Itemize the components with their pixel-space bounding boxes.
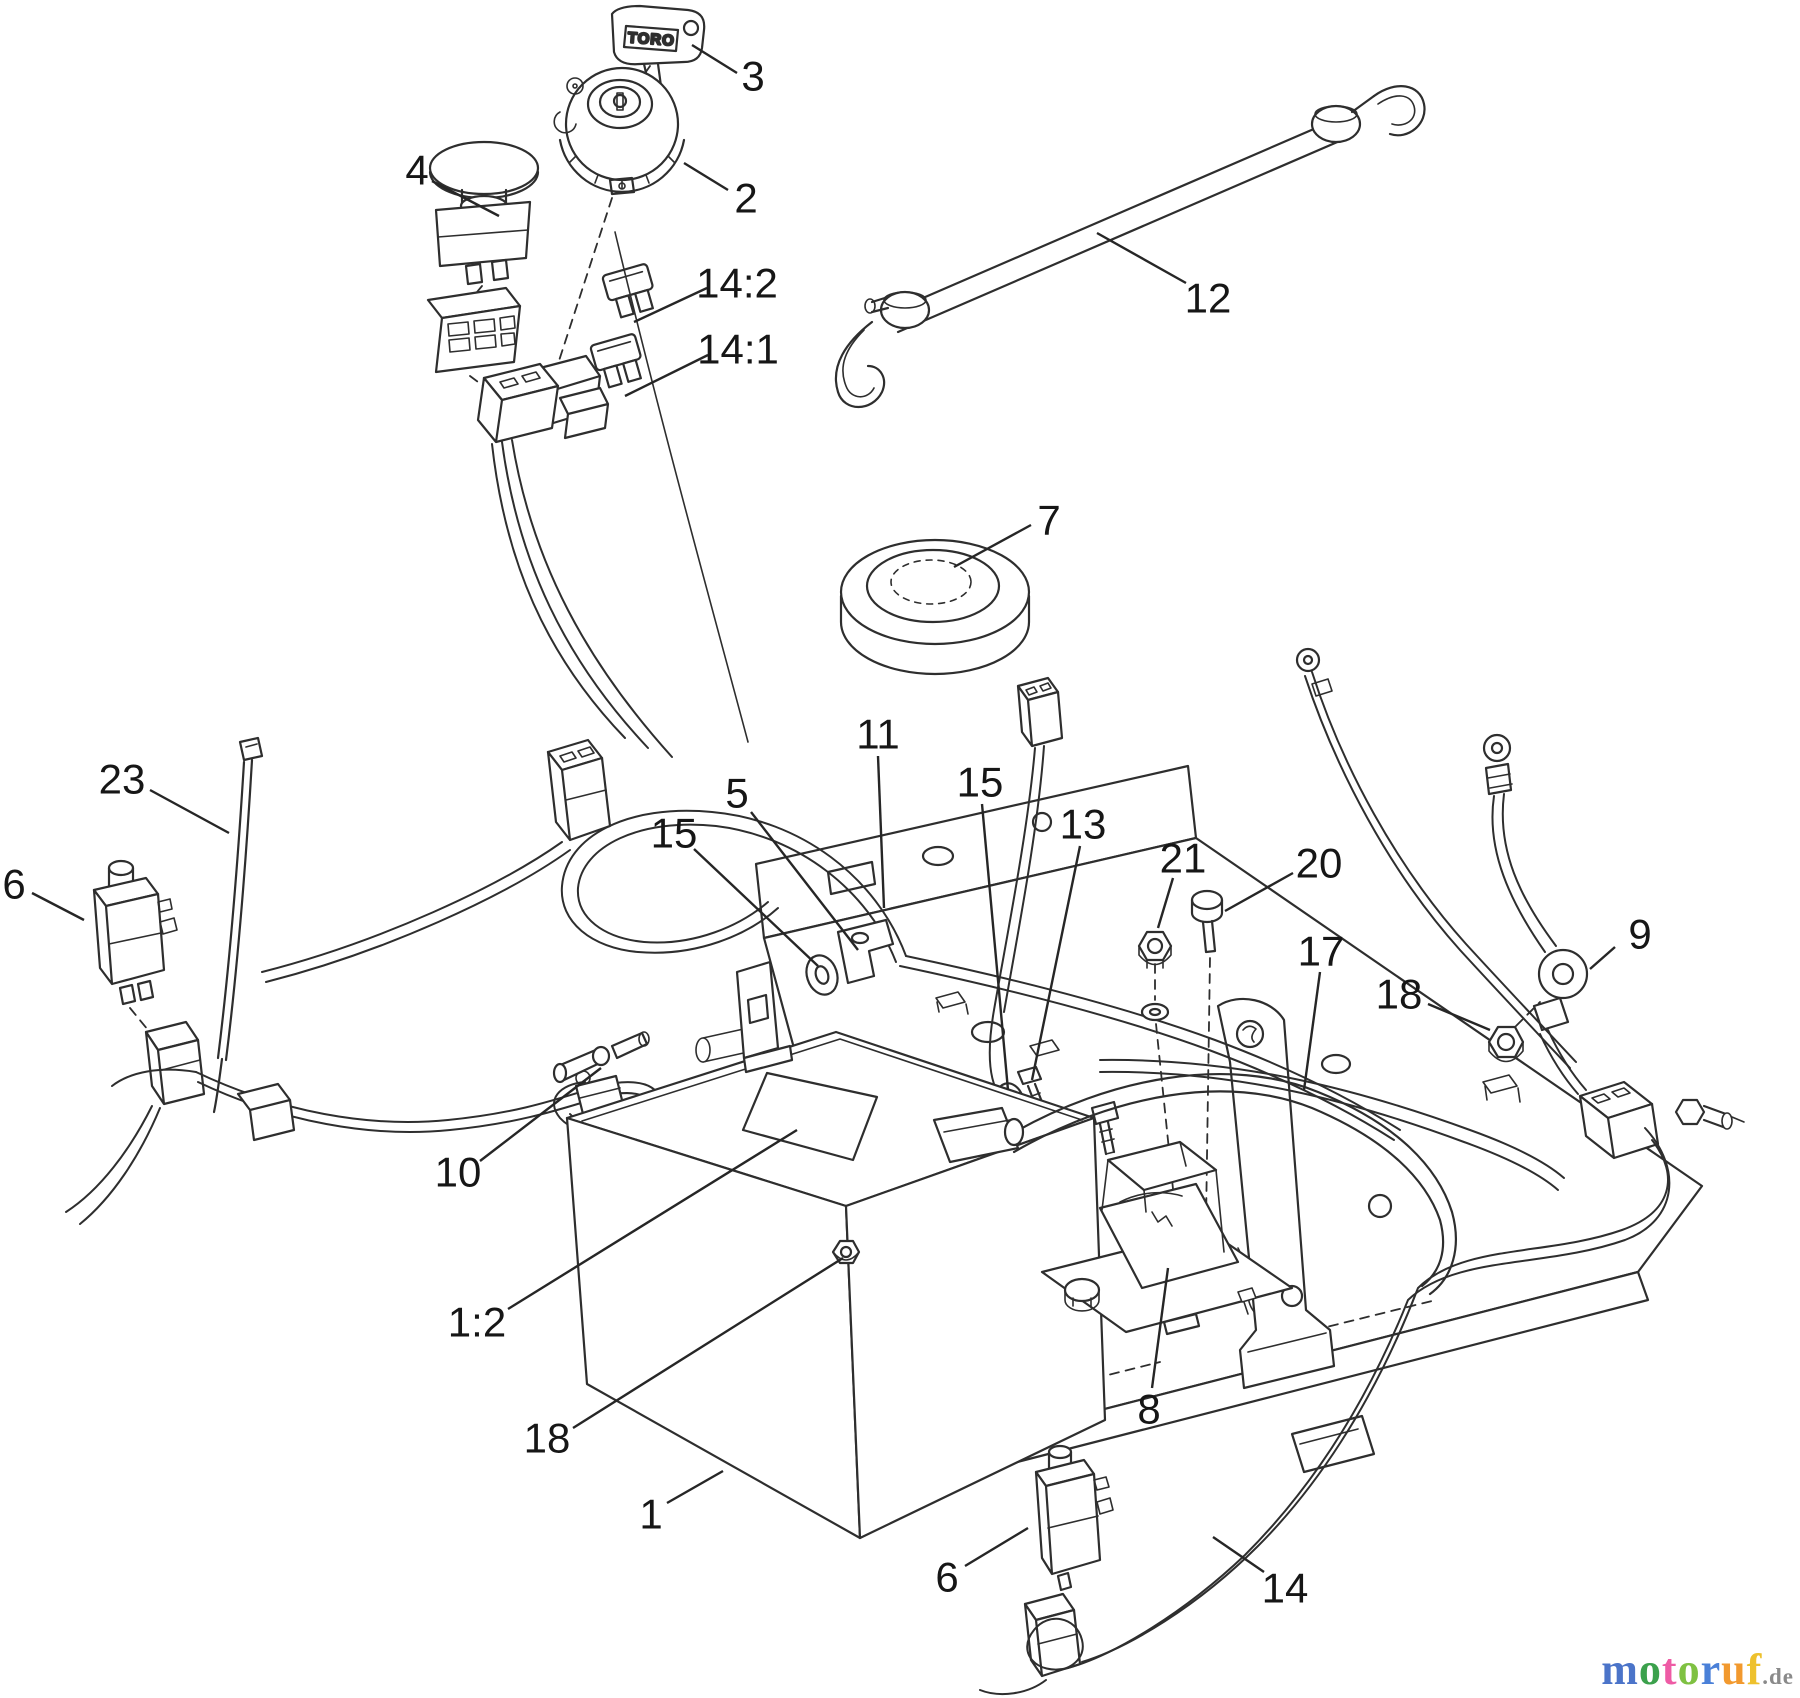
callout-leader-18 — [572, 1256, 844, 1430]
pto-switch — [428, 140, 540, 299]
callout-label-14: 14 — [1262, 1565, 1309, 1612]
harness-clip-connector — [236, 1070, 626, 1142]
harness-connector-stack — [476, 354, 610, 444]
watermark-letter: u — [1721, 1645, 1747, 1694]
p-clamp-bracket — [735, 960, 794, 1074]
battery — [565, 1027, 1107, 1540]
grommet — [839, 538, 1031, 676]
callout-leader-14:1 — [624, 353, 709, 398]
callout-label-10: 10 — [435, 1149, 482, 1196]
callout-label-14:1: 14:1 — [697, 326, 779, 373]
bullet-connector — [552, 1031, 650, 1084]
key-brand-label: TORO — [627, 29, 675, 49]
bolt-20 — [1190, 889, 1224, 1223]
harness-connector-upper — [546, 738, 612, 842]
callout-leader-18 — [1427, 1002, 1491, 1032]
watermark: motoruf.de — [1601, 1648, 1794, 1692]
callout-leader-7 — [953, 523, 1032, 569]
callout-leader-20 — [1224, 871, 1294, 913]
nut-21 — [1137, 930, 1177, 1219]
callout-label-18: 18 — [524, 1415, 571, 1462]
bungee-strap — [834, 85, 1426, 408]
callout-label-5: 5 — [725, 770, 748, 817]
callout-label-3: 3 — [741, 53, 764, 100]
relay-block — [426, 286, 522, 389]
flange-nut-18-right — [1487, 1001, 1541, 1063]
watermark-letter: o — [1638, 1645, 1662, 1694]
callout-label-7: 7 — [1037, 497, 1060, 544]
callout-leader-11 — [876, 755, 886, 909]
hold-down-bracket — [836, 918, 895, 985]
watermark-letter: m — [1601, 1645, 1639, 1694]
callout-leader-15 — [980, 803, 1010, 1091]
callout-label-12: 12 — [1185, 275, 1232, 322]
harness-wires-top — [491, 231, 749, 758]
callout-label-8: 8 — [1137, 1386, 1160, 1433]
callout-leader-14 — [1212, 1536, 1265, 1573]
connector-right — [1578, 1080, 1660, 1160]
callout-leader-3 — [691, 43, 738, 75]
callout-leader-13 — [1030, 845, 1082, 1081]
callout-leader-6 — [964, 1526, 1029, 1568]
callout-leader-4 — [431, 179, 500, 218]
watermark-letter: o — [1677, 1645, 1701, 1694]
callout-leader-1 — [666, 1469, 724, 1505]
callout-leader-8 — [1150, 1267, 1170, 1389]
watermark-letter: f — [1746, 1645, 1763, 1694]
callout-leader-17 — [1302, 971, 1322, 1091]
cable-tie — [212, 736, 264, 1114]
callout-leader-21 — [1156, 877, 1175, 929]
callout-label-20: 20 — [1296, 840, 1343, 887]
callout-leader-10 — [479, 1067, 602, 1162]
callout-label-15: 15 — [957, 759, 1004, 806]
interlock-switch-bottom — [1023, 1444, 1114, 1678]
callout-label-6: 6 — [2, 861, 25, 908]
callout-leader-1:2 — [507, 1128, 798, 1311]
bolt-right — [1674, 1098, 1745, 1130]
ignition-switch — [553, 65, 686, 371]
washer-15-left — [805, 954, 839, 996]
callout-label-13: 13 — [1060, 801, 1107, 848]
callout-leader-9 — [1589, 946, 1616, 970]
callout-leader-23 — [149, 788, 230, 835]
callout-label-1: 1 — [639, 1491, 662, 1538]
battery-terminal-bolt — [831, 1239, 861, 1265]
callout-label-1:2: 1:2 — [448, 1299, 506, 1346]
watermark-suffix: .de — [1762, 1664, 1794, 1689]
support-bracket — [1216, 997, 1336, 1390]
watermark-letter: r — [1700, 1645, 1722, 1694]
callout-leader-6 — [31, 891, 85, 922]
callout-label-21: 21 — [1160, 835, 1207, 882]
callout-label-18: 18 — [1376, 971, 1423, 1018]
harness-loop — [560, 809, 907, 963]
callout-label-9: 9 — [1628, 911, 1651, 958]
callout-leader-5 — [750, 811, 859, 951]
ignition-key: TORO — [610, 4, 706, 95]
cable-14 — [979, 1127, 1671, 1696]
callout-label-14:2: 14:2 — [696, 260, 778, 307]
callout-leader-2 — [683, 161, 729, 192]
battery-label-sticker — [741, 1071, 879, 1162]
callout-label-6: 6 — [935, 1554, 958, 1601]
callout-label-17: 17 — [1298, 928, 1345, 975]
hanging-connector — [988, 676, 1064, 1097]
callout-label-23: 23 — [99, 756, 146, 803]
interlock-switch-left — [92, 859, 206, 1106]
callout-leader-14:2 — [633, 286, 708, 324]
fuse-14-1 — [589, 333, 642, 389]
fuse-14-2 — [601, 263, 654, 319]
callout-label-15: 15 — [651, 810, 698, 857]
callout-leader-12 — [1096, 231, 1187, 285]
battery-cable-17 — [932, 1073, 1457, 1296]
callout-leader-15 — [693, 848, 819, 967]
battery-cable-9 — [1295, 647, 1589, 1095]
callout-label-2: 2 — [734, 175, 757, 222]
watermark-letter: t — [1661, 1645, 1678, 1694]
callout-label-4: 4 — [405, 147, 428, 194]
callout-label-11: 11 — [856, 711, 900, 758]
